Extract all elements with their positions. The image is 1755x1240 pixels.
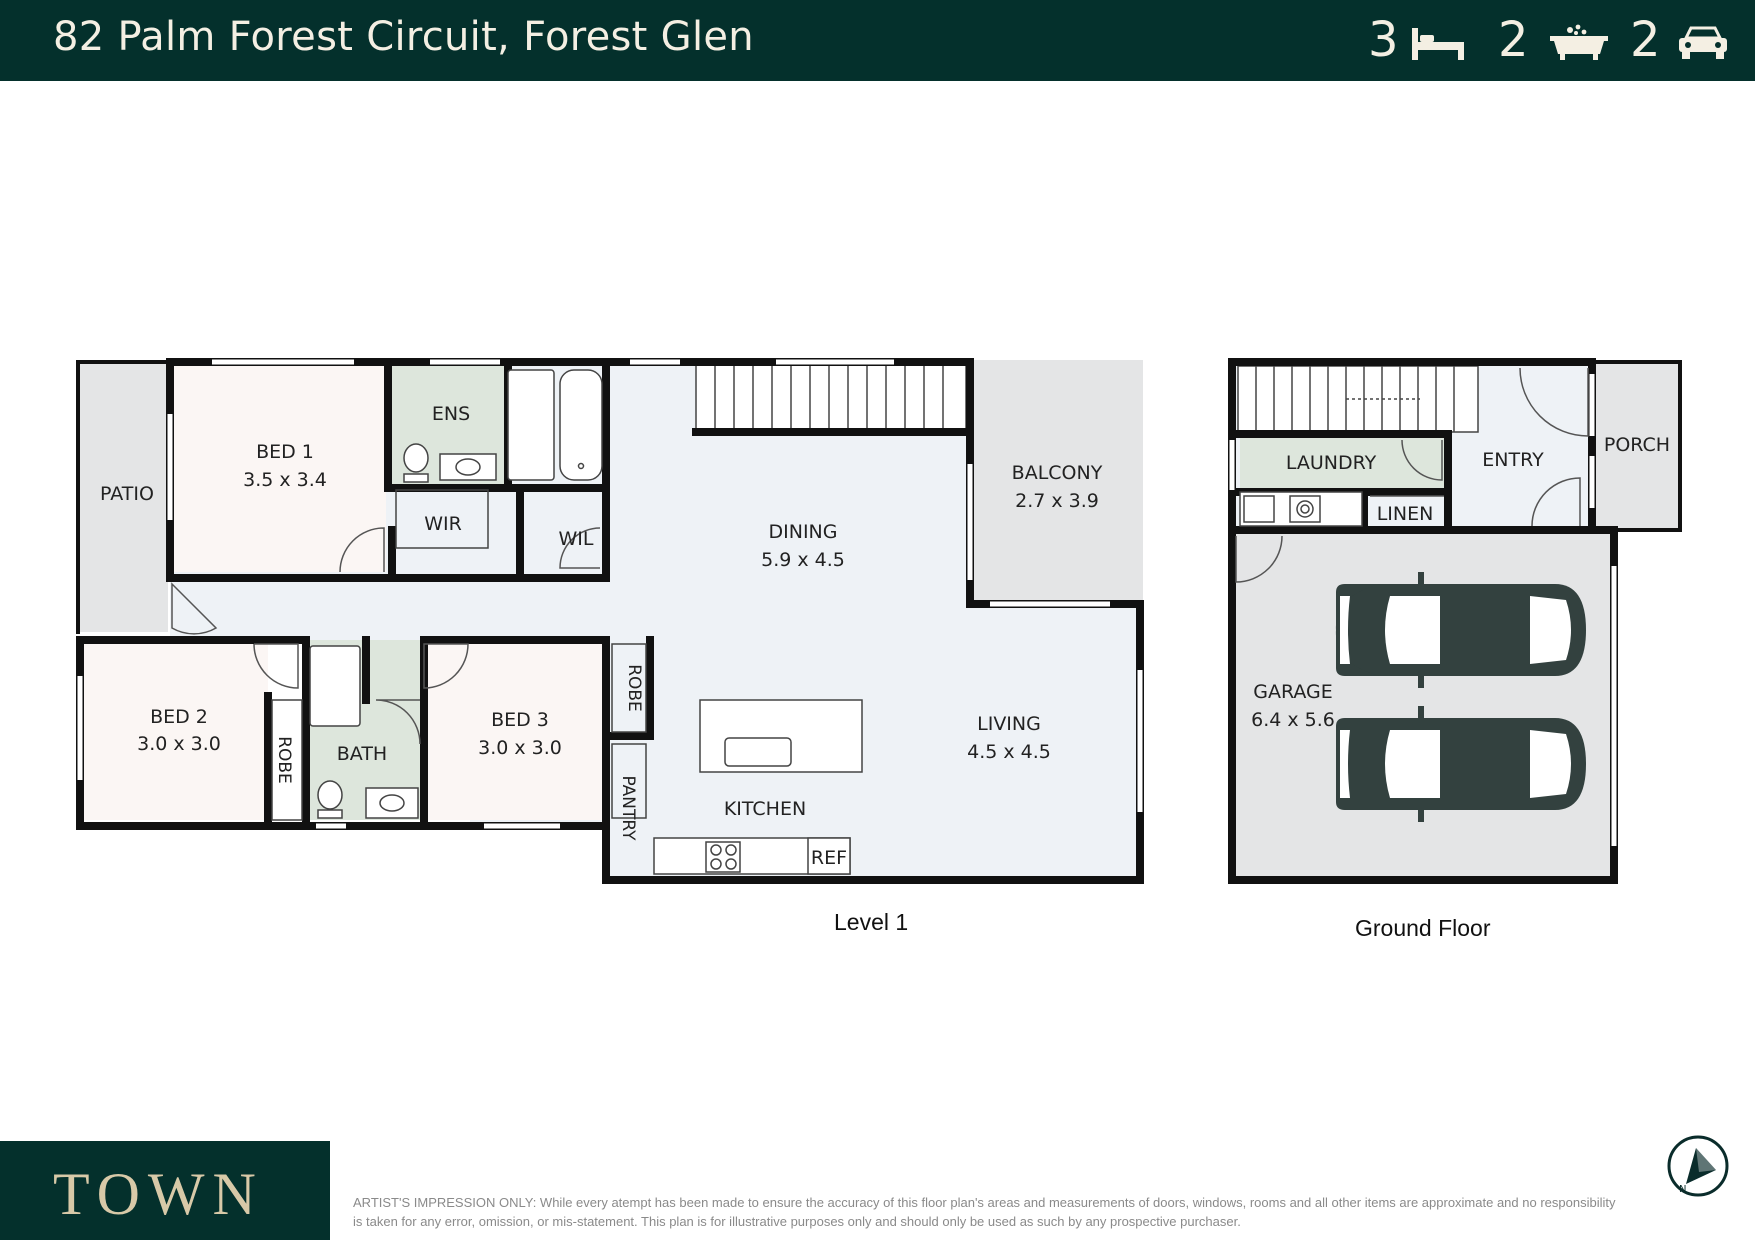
bed2-floor — [84, 644, 268, 820]
brand-logo: TOWN — [53, 1161, 264, 1227]
car-icon — [1679, 26, 1727, 59]
property-address: 82 Palm Forest Circuit, Forest Glen — [53, 14, 754, 60]
bed3-robe-label: ROBE — [624, 664, 644, 712]
balcony-size: 2.7 x 3.9 — [1015, 490, 1099, 512]
level1-labels: PATIO BED 1 3.5 x 3.4 ENS WIR WIL DINING… — [100, 403, 1103, 869]
garage-label: GARAGE — [1253, 681, 1333, 703]
linen-label: LINEN — [1377, 503, 1434, 525]
compass-label: N — [1679, 1184, 1686, 1195]
wir-label: WIR — [424, 513, 462, 535]
level1-fixtures — [309, 369, 863, 875]
living-size: 4.5 x 4.5 — [967, 741, 1051, 763]
brand-panel — [0, 1141, 330, 1240]
ground-floor-plan: LAUNDRY ENTRY PORCH LINEN GARAGE 6.4 x 5… — [1228, 358, 1682, 884]
living-label: LIVING — [977, 713, 1041, 735]
level1-windows — [77, 359, 1143, 829]
dining-size: 5.9 x 4.5 — [761, 549, 845, 571]
ensuite-label: ENS — [432, 403, 470, 425]
ground-doors — [1235, 367, 1589, 583]
north-compass-icon: N — [1667, 1135, 1729, 1197]
garage-cars — [1335, 572, 1586, 822]
bath-label: BATH — [337, 743, 387, 765]
bathtub-icon — [1550, 24, 1608, 60]
bathroom-count: 2 — [1498, 12, 1529, 68]
kitchen-label: KITCHEN — [724, 798, 806, 820]
ground-labels: LAUNDRY ENTRY PORCH LINEN GARAGE 6.4 x 5… — [1251, 434, 1670, 731]
entry-label: ENTRY — [1482, 449, 1544, 471]
level1-doors — [171, 527, 601, 745]
garage-size: 6.4 x 5.6 — [1251, 709, 1335, 731]
level1-robes — [271, 489, 647, 821]
header-bar — [0, 0, 1755, 81]
patio-area — [78, 360, 168, 632]
bed2-label: BED 2 — [150, 706, 208, 728]
bed1-label: BED 1 — [256, 441, 314, 463]
patio-label: PATIO — [100, 483, 154, 505]
bed1-floor — [174, 364, 386, 572]
pantry-label: PANTRY — [618, 775, 638, 841]
level1-plan: PATIO BED 1 3.5 x 3.4 ENS WIR WIL DINING… — [76, 358, 1144, 884]
porch-area — [1594, 360, 1680, 530]
bedroom-count: 3 — [1368, 12, 1399, 68]
wil-label: WIL — [559, 528, 594, 550]
bed2-size: 3.0 x 3.0 — [137, 733, 221, 755]
bed3-floor — [428, 644, 606, 820]
level1-stairs — [695, 363, 967, 431]
bed3-label: BED 3 — [491, 709, 549, 731]
ref-label: REF — [811, 847, 847, 869]
ground-floor-caption: Ground Floor — [1355, 915, 1491, 941]
bed2-robe-label: ROBE — [274, 736, 294, 784]
laundry-label: LAUNDRY — [1286, 452, 1377, 474]
porch-label: PORCH — [1604, 434, 1670, 456]
ground-windows — [1229, 374, 1617, 846]
balcony-area — [974, 360, 1143, 600]
bed3-size: 3.0 x 3.0 — [478, 737, 562, 759]
car-space-count: 2 — [1630, 12, 1661, 68]
balcony-label: BALCONY — [1012, 462, 1103, 484]
ground-fixtures — [1239, 491, 1363, 527]
disclaimer-text: ARTIST'S IMPRESSION ONLY: While every at… — [353, 1195, 1616, 1229]
bed1-size: 3.5 x 3.4 — [243, 469, 327, 491]
ground-stairs — [1237, 365, 1479, 433]
dining-label: DINING — [769, 521, 838, 543]
bed-icon — [1412, 28, 1464, 60]
level1-caption: Level 1 — [834, 909, 909, 935]
